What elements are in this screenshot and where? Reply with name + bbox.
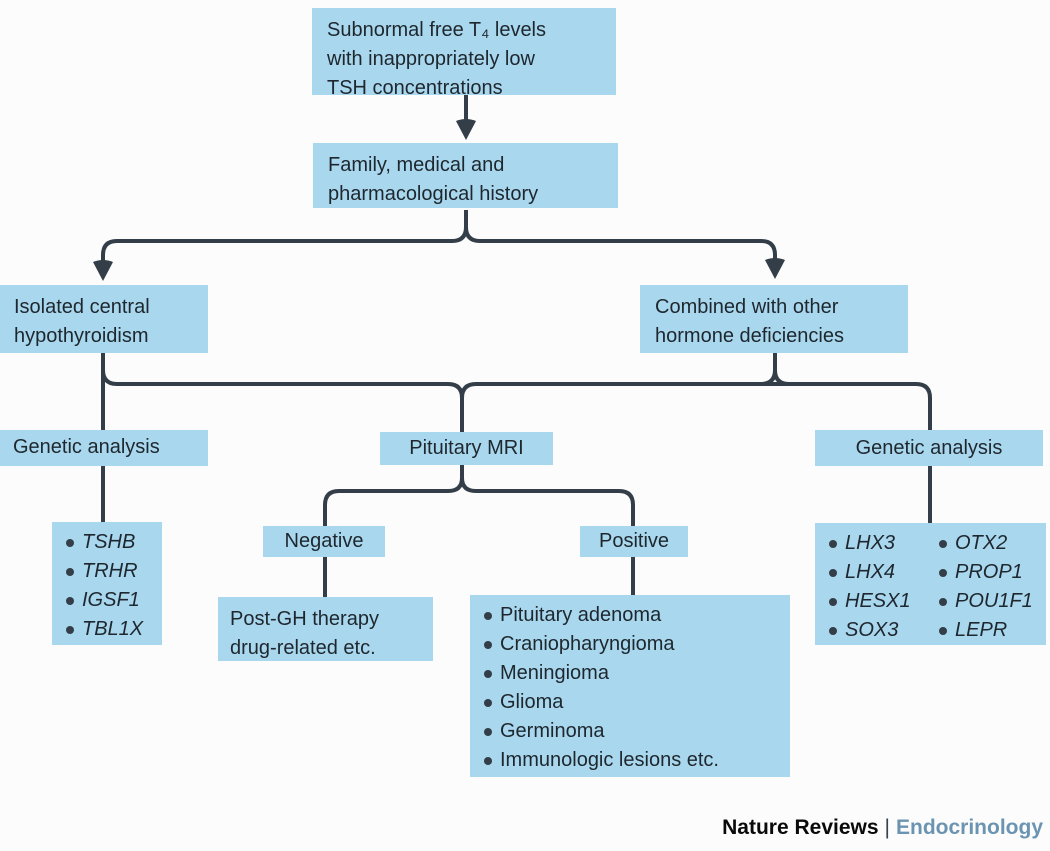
list-item-label: LHX3 <box>845 532 896 554</box>
connector-mri-to-positive <box>460 477 635 526</box>
list-item-label: OTX2 <box>955 532 1008 554</box>
bullet-icon <box>939 598 947 606</box>
bullet-icon <box>829 598 837 606</box>
list-item: PROP1 <box>939 558 1046 587</box>
list-item: Germinoma <box>484 717 790 746</box>
list-item-label: HESX1 <box>845 590 911 612</box>
list-item-label: Craniopharyngioma <box>500 633 675 655</box>
bullet-icon <box>939 627 947 635</box>
list-item: TBL1X <box>66 615 162 644</box>
node-post-gh-therapy: Post-GH therapy drug-related etc. <box>218 597 433 661</box>
list-item-label: TRHR <box>82 560 138 582</box>
node-subnormal-t4: Subnormal free T₄ levels with inappropri… <box>312 8 616 99</box>
list-item-label: POU1F1 <box>955 590 1033 612</box>
list-item-label: Immunologic lesions etc. <box>500 749 719 771</box>
bullet-icon <box>66 597 74 605</box>
list-item: Meningioma <box>484 659 790 688</box>
connector-combined-merge-right <box>773 369 790 386</box>
connector-combined-merge-left <box>760 353 777 386</box>
list-item-label: Pituitary adenoma <box>500 604 662 626</box>
list-item-label: Germinoma <box>500 720 605 742</box>
node-isolated-central-hypothyroidism: Isolated central hypothyroidism <box>0 285 208 353</box>
list-item-label: TBL1X <box>82 618 144 640</box>
list-item: Craniopharyngioma <box>484 630 790 659</box>
bullet-icon <box>484 757 492 765</box>
bullet-icon <box>829 627 837 635</box>
list-item-label: PROP1 <box>955 561 1023 583</box>
bullet-icon <box>484 728 492 736</box>
bullet-icon <box>66 626 74 634</box>
bullet-icon <box>484 641 492 649</box>
node-genetic-analysis-right: Genetic analysis <box>815 430 1043 466</box>
arrowhead-down-history <box>456 119 476 140</box>
bullet-icon <box>484 670 492 678</box>
journal-separator: | <box>884 816 890 839</box>
bullet-icon <box>66 568 74 576</box>
list-item: LHX4 <box>829 558 939 587</box>
bullet-icon <box>66 539 74 547</box>
bullet-icon <box>939 540 947 548</box>
bullet-icon <box>829 569 837 577</box>
list-item-label: IGSF1 <box>82 589 140 611</box>
journal-name: Nature Reviews <box>722 816 879 839</box>
node-mri-negative: Negative <box>263 526 385 557</box>
bullet-icon <box>484 612 492 620</box>
node-combined-hormone-deficiencies: Combined with other hormone deficiencies <box>640 285 908 353</box>
node-genetic-analysis-left: Genetic analysis <box>0 430 208 466</box>
list-item: Pituitary adenoma <box>484 601 790 630</box>
list-item: Glioma <box>484 688 790 717</box>
list-item: POU1F1 <box>939 587 1046 616</box>
list-item: LEPR <box>939 616 1046 645</box>
list-item: TSHB <box>66 528 162 557</box>
list-item: LHX3 <box>829 529 939 558</box>
connector-bus-right <box>460 382 932 523</box>
connector-mri-to-negative <box>323 477 464 526</box>
list-item: TRHR <box>66 557 162 586</box>
arrowhead-down-isolated <box>93 260 113 281</box>
bullet-icon <box>484 699 492 707</box>
bullet-icon <box>939 569 947 577</box>
list-item-label: Glioma <box>500 691 564 713</box>
list-item-label: TSHB <box>82 531 136 553</box>
list-item: HESX1 <box>829 587 939 616</box>
list-item-label: LEPR <box>955 619 1008 641</box>
list-item: IGSF1 <box>66 586 162 615</box>
list-item: SOX3 <box>829 616 939 645</box>
journal-section: Endocrinology <box>896 816 1043 839</box>
list-item-label: Meningioma <box>500 662 609 684</box>
node-pituitary-mri: Pituitary MRI <box>380 432 553 465</box>
node-history: Family, medical and pharmacological hist… <box>313 143 618 208</box>
node-mri-positive: Positive <box>580 526 688 557</box>
list-item: Immunologic lesions etc. <box>484 746 790 775</box>
bullet-icon <box>829 540 837 548</box>
list-item-label: SOX3 <box>845 619 899 641</box>
connector-history-to-isolated <box>101 210 468 265</box>
list-item: OTX2 <box>939 529 1046 558</box>
connector-history-to-combined <box>464 226 777 263</box>
arrowhead-down-combined <box>765 258 785 279</box>
list-item-label: LHX4 <box>845 561 896 583</box>
journal-credit: Nature Reviews| Endocrinology <box>722 816 1043 840</box>
